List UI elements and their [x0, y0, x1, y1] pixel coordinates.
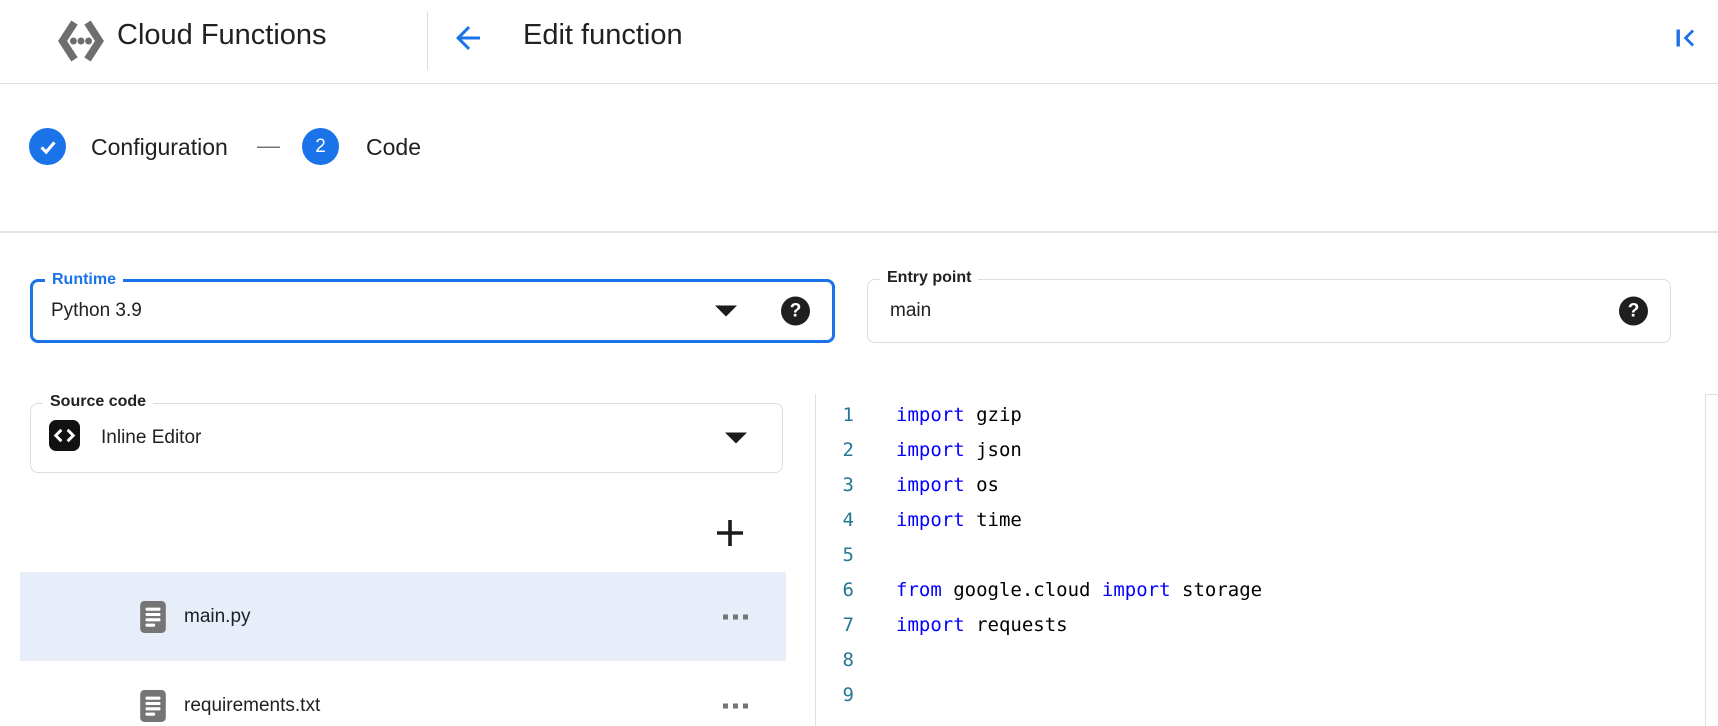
line-content: import time	[896, 508, 1022, 531]
line-number: 6	[842, 578, 854, 601]
line-content: import requests	[896, 613, 1068, 636]
file-row[interactable]: main.py	[20, 572, 786, 661]
runtime-value: Python 3.9	[51, 300, 142, 321]
file-list: main.py requirements.txt	[20, 572, 786, 726]
code-line[interactable]: 4 import time	[816, 502, 1718, 537]
editor-scrollbar[interactable]	[1705, 394, 1718, 726]
line-number: 4	[842, 508, 854, 531]
line-number: 7	[842, 613, 854, 636]
add-file-button[interactable]	[706, 509, 754, 557]
page-title: Edit function	[523, 19, 683, 51]
plus-icon	[717, 520, 743, 546]
collapse-panel-icon[interactable]	[1668, 21, 1702, 58]
line-content: import json	[896, 438, 1022, 461]
check-icon	[39, 140, 56, 154]
source-code-label: Source code	[43, 393, 154, 411]
file-icon	[140, 689, 166, 722]
cloud-functions-logo-icon	[55, 15, 107, 72]
entry-point-field[interactable]: Entry point main ?	[867, 269, 1671, 343]
section-divider	[0, 231, 1718, 233]
inline-editor-code-icon	[49, 420, 80, 456]
line-content: from google.cloud import storage	[896, 578, 1263, 601]
entry-point-value[interactable]: main	[890, 300, 932, 321]
line-content: import gzip	[896, 403, 1022, 426]
code-lines: 1 import gzip 2 import json 3 import os 4 impor…	[816, 397, 1718, 712]
header-bar: Cloud Functions Edit function	[0, 0, 1718, 84]
line-number: 9	[842, 683, 854, 706]
file-row[interactable]: requirements.txt	[20, 661, 786, 726]
runtime-help-icon[interactable]: ?	[781, 296, 810, 326]
code-line[interactable]: 1 import gzip	[816, 397, 1718, 432]
step-configuration-circle[interactable]	[29, 128, 66, 165]
step-code-label[interactable]: Code	[366, 134, 421, 160]
code-line[interactable]: 2 import json	[816, 432, 1718, 467]
app-title: Cloud Functions	[117, 19, 327, 51]
more-options-icon[interactable]	[723, 703, 748, 708]
code-line[interactable]: 7 import requests	[816, 607, 1718, 642]
entry-point-help-icon[interactable]: ?	[1619, 296, 1648, 326]
step-code-circle[interactable]: 2	[302, 128, 339, 165]
file-name: main.py	[184, 605, 251, 627]
line-number: 1	[842, 403, 854, 426]
runtime-select[interactable]: Runtime Python 3.9 ?	[30, 271, 835, 343]
entry-point-label: Entry point	[880, 269, 979, 287]
line-number: 3	[842, 473, 854, 496]
line-number: 2	[842, 438, 854, 461]
more-options-icon[interactable]	[723, 614, 748, 619]
back-arrow-icon[interactable]	[450, 20, 486, 59]
dropdown-arrow-icon[interactable]	[715, 305, 737, 317]
step-separator: —	[257, 132, 280, 158]
step-code-number: 2	[315, 135, 326, 157]
code-line[interactable]: 3 import os	[816, 467, 1718, 502]
code-line[interactable]: 5	[816, 537, 1718, 572]
step-configuration-label[interactable]: Configuration	[91, 134, 228, 160]
code-line[interactable]: 8	[816, 642, 1718, 677]
code-line[interactable]: 6 from google.cloud import storage	[816, 572, 1718, 607]
code-line[interactable]: 9	[816, 677, 1718, 712]
code-editor[interactable]: 1 import gzip 2 import json 3 import os 4 impor…	[815, 394, 1718, 726]
line-number: 5	[842, 543, 854, 566]
header-divider	[427, 12, 428, 70]
runtime-label: Runtime	[45, 271, 123, 289]
file-icon	[140, 600, 166, 633]
line-content: import os	[896, 473, 999, 496]
stepper: Configuration — 2 Code	[0, 128, 1718, 188]
dropdown-arrow-icon[interactable]	[725, 432, 747, 444]
source-code-select[interactable]: Source code Inline Editor	[30, 393, 783, 473]
source-code-value: Inline Editor	[101, 427, 202, 448]
line-number: 8	[842, 648, 854, 671]
file-name: requirements.txt	[184, 694, 321, 716]
